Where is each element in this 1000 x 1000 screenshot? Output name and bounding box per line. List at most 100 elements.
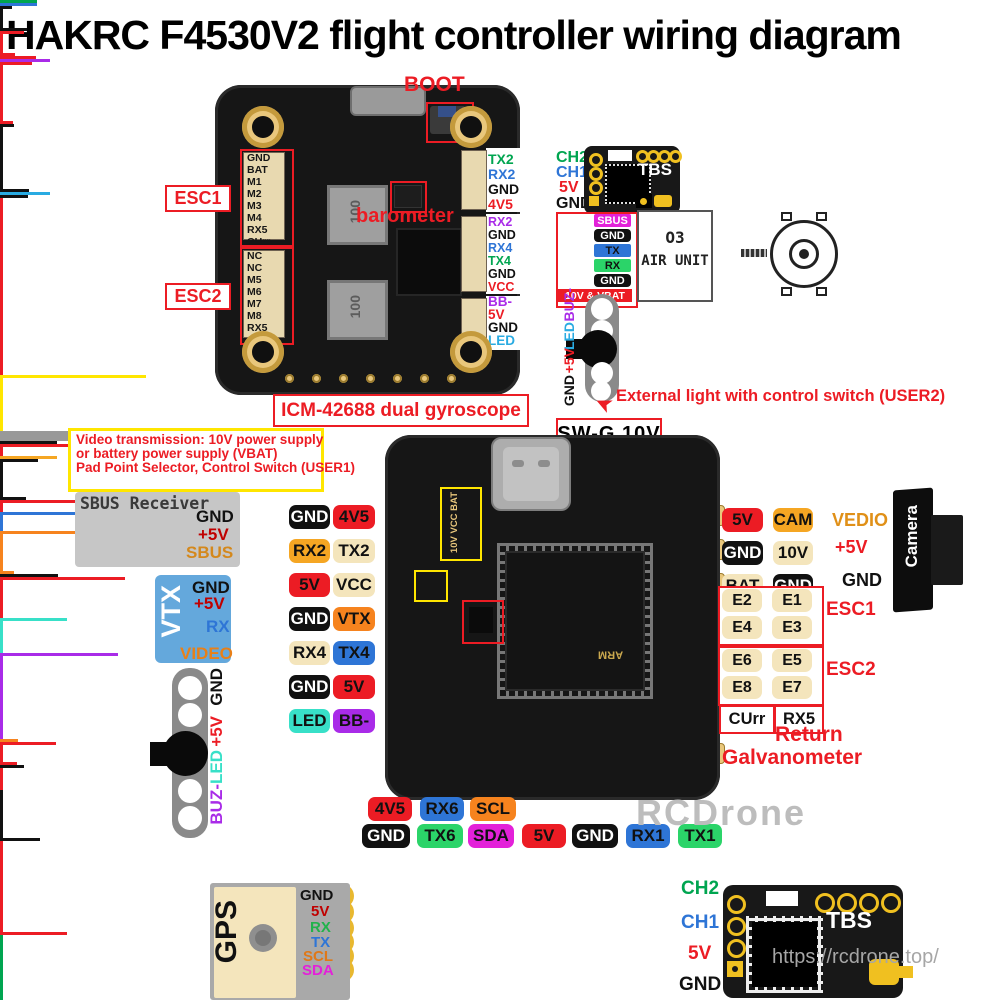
wire: [0, 503, 3, 512]
pad-tx1: TX1: [678, 824, 722, 848]
wire: [0, 375, 146, 378]
vtx-module: [155, 575, 231, 663]
gps-5v: 5V: [311, 903, 330, 920]
wire: [0, 932, 67, 935]
pad-e2: E2: [722, 589, 762, 612]
dji-rx2: RX2: [488, 215, 513, 229]
pad-5v: 5V: [333, 675, 375, 699]
wire: [0, 935, 3, 1000]
strip-top-led: LED: [561, 322, 577, 350]
video-note-box: Video transmission: 10V power supply or …: [68, 428, 355, 492]
wire: [0, 762, 17, 765]
wire: [0, 378, 3, 416]
wire: [0, 431, 76, 436]
pad-tx2: TX2: [333, 539, 375, 563]
wire: [0, 841, 3, 932]
airunit-gnd2-pill: GND: [594, 274, 631, 287]
vcc-pad-box: [414, 570, 448, 602]
gps-gnd: GND: [300, 887, 334, 904]
inductor-1: [327, 185, 388, 245]
antenna-ring-inner: [789, 239, 819, 269]
wire: [0, 34, 3, 53]
esc2-label: ESC2: [174, 286, 222, 307]
external-light-note: External light with control switch (USER…: [616, 387, 946, 405]
wire: [0, 459, 38, 462]
mcu-chip: [505, 551, 645, 691]
pad-selector-box: [440, 487, 482, 561]
boot-switch-cap: [438, 106, 456, 117]
return-label-1: Return: [775, 723, 843, 746]
gyro-chip-outline: [462, 600, 504, 644]
tbs-top-pinhole: [589, 153, 603, 167]
esc2-label-box: ESC2: [165, 283, 231, 310]
tbs-top-chip: [605, 164, 651, 204]
gps-scl: SCL: [303, 948, 333, 965]
strip-top-5v: +5V: [561, 348, 577, 374]
sbus-5v: +5V: [198, 525, 229, 544]
dji-connector: [461, 216, 487, 292]
pad-gnd: GND: [289, 675, 330, 699]
notch-1: [486, 148, 520, 212]
tbs-bottom-chip: [752, 922, 817, 987]
wire: [0, 739, 18, 742]
wire: [0, 436, 76, 441]
wire: [0, 838, 40, 841]
esc1-outline: [240, 149, 294, 247]
wire: [0, 742, 56, 745]
strip-hole: [591, 381, 611, 401]
tbs-top-pinhole: [589, 181, 603, 195]
pad-rx1: RX1: [626, 824, 670, 848]
notch-3: [486, 296, 520, 350]
pad-vtx: VTX: [333, 607, 375, 631]
tbs-bottom-hole: [815, 893, 835, 913]
gps-antenna-pin-dot: [255, 930, 271, 946]
video-note-1: Video transmission: 10V power supply: [76, 432, 324, 447]
return-label-2: Galvanometer: [722, 746, 863, 769]
via: [285, 374, 294, 383]
url-watermark: https://rcdrone.top/: [772, 946, 939, 968]
wire: [0, 195, 28, 198]
dji-rx4: RX4: [488, 241, 513, 255]
wire: [0, 768, 3, 790]
wire: [0, 580, 3, 618]
wire: [0, 571, 14, 574]
uart-rx2: RX2: [488, 166, 516, 182]
notch-2: [486, 214, 520, 294]
tbs-bottom-gnd: GND: [679, 974, 722, 995]
pad-e8: E8: [722, 676, 762, 699]
pad-led: LED: [289, 709, 330, 733]
pad-4v5: 4V5: [368, 797, 412, 821]
wire: [0, 56, 36, 59]
wire: [0, 577, 125, 580]
gnd-label: GND: [842, 570, 882, 590]
tbs-bottom-pad-dot: [732, 966, 738, 972]
usb-port-top: [350, 86, 426, 116]
dji-tx4: TX4: [488, 254, 511, 268]
tbs-top-ch1: CH1: [556, 164, 589, 181]
wire: [0, 444, 120, 447]
wire: [0, 531, 92, 534]
gps-rx: RX: [310, 919, 331, 936]
wire: [0, 790, 3, 838]
vtx-video: VIDEO: [180, 644, 233, 663]
tbs-bottom-hole: [837, 893, 857, 913]
tbs-bottom-antenna-stem: [899, 966, 913, 978]
tbs-bottom-ch1: CH1: [681, 912, 720, 933]
pad-4v5: 4V5: [333, 505, 375, 529]
sbus-gnd: GND: [196, 507, 234, 526]
pad-e3: E3: [772, 616, 812, 639]
wire: [0, 441, 57, 444]
mounting-hole: [450, 106, 492, 148]
airunit-tx-pill: TX: [594, 244, 631, 257]
curr-box: CUrr: [719, 705, 775, 734]
tbs-top-ch2: CH2: [556, 149, 589, 166]
wire: [0, 447, 3, 456]
mounting-hole: [242, 331, 284, 373]
strip-hole: [178, 779, 202, 803]
uart-gnd: GND: [488, 181, 520, 197]
vtx-rx: RX: [206, 617, 230, 636]
tbs-top-name: TBS: [638, 160, 672, 179]
pad-5v: 5V: [722, 508, 763, 532]
wire: [0, 3, 37, 6]
